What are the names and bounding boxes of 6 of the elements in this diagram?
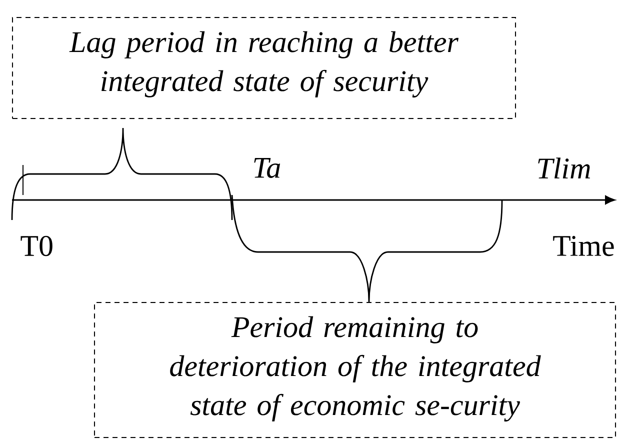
axis-label: Time (553, 236, 614, 256)
axis-label: Ta (254, 158, 280, 178)
dashed-text-box: Period remaining to deterioration of the integrated state of economic se-curity (94, 302, 616, 438)
axis-label: T0 (20, 236, 52, 256)
axis-label: Tlim (538, 158, 590, 178)
dashed-text-box: Lag period in reaching a better integrated state of security (12, 17, 516, 119)
